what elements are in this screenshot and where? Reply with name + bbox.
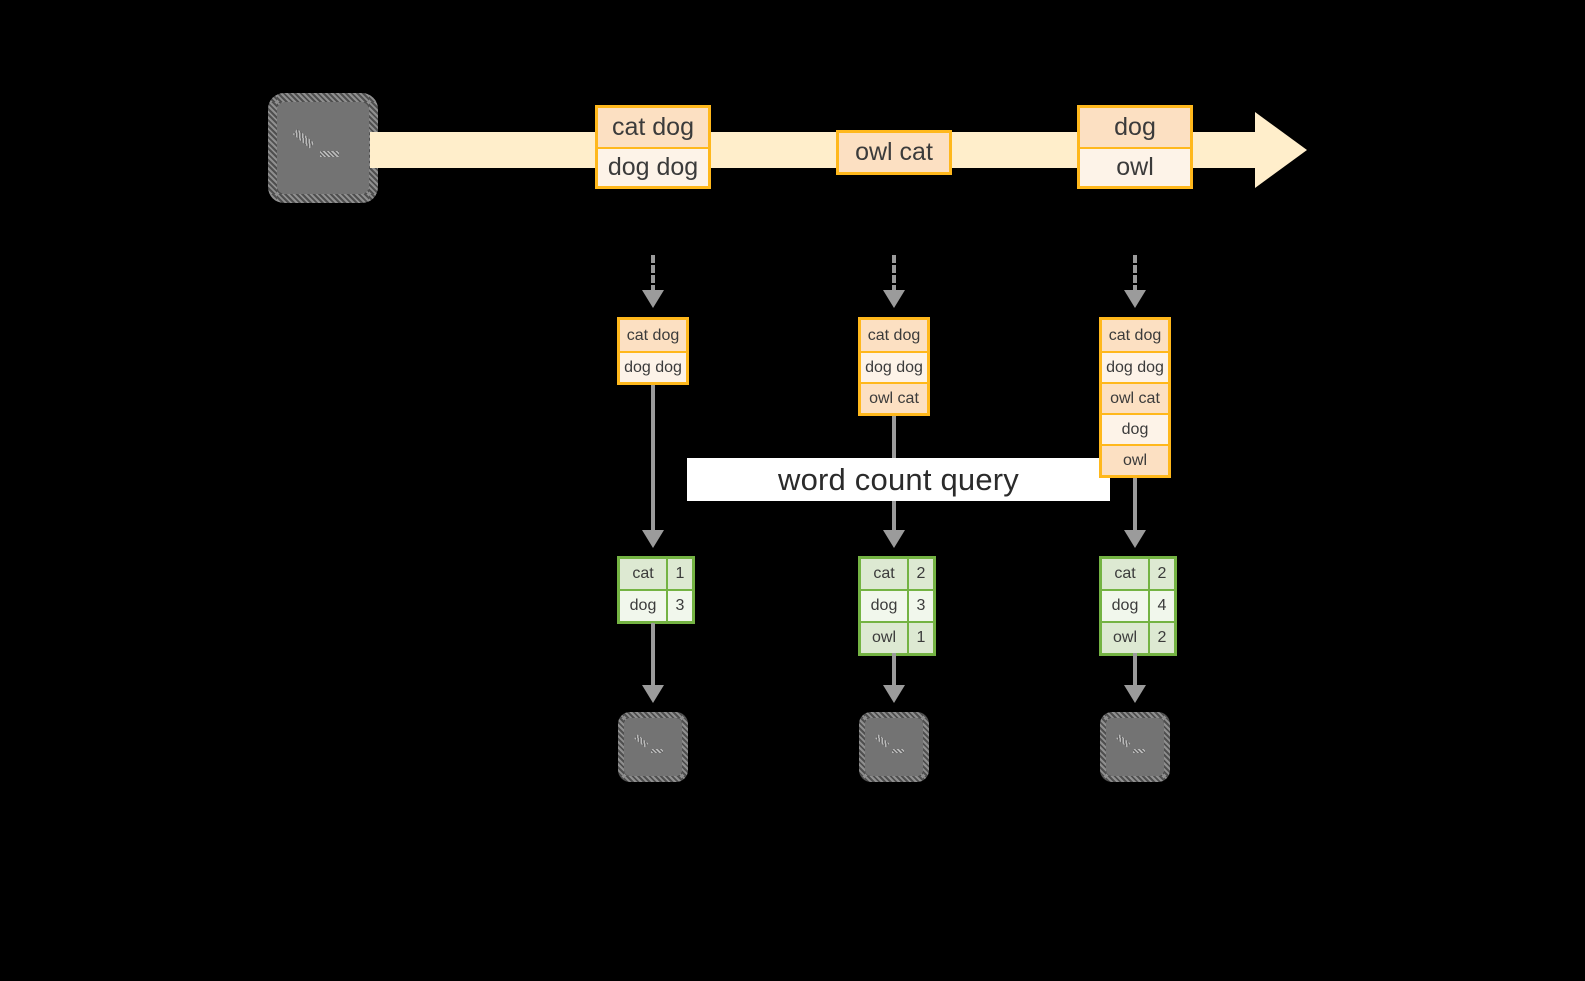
record-line: owl cat: [839, 133, 949, 172]
arrowhead-icon: [1124, 290, 1146, 308]
terminal-prompt-glyph: [1106, 718, 1164, 776]
result-table-3: cat 2 dog 4 owl 2: [1099, 556, 1177, 656]
result-word: dog: [861, 591, 907, 621]
result-row: cat 1: [620, 559, 692, 589]
arrowhead-icon: [883, 530, 905, 548]
result-row: owl 1: [861, 621, 933, 653]
input-line: dog: [1102, 413, 1168, 444]
result-row: dog 3: [861, 589, 933, 621]
input-line: cat dog: [1102, 320, 1168, 351]
input-line: owl cat: [1102, 382, 1168, 413]
chevron-upper-stroke: [634, 734, 648, 748]
input-line: dog dog: [1102, 351, 1168, 382]
arrowhead-icon: [1124, 685, 1146, 703]
input-line: dog dog: [861, 351, 927, 382]
input-line: owl cat: [861, 382, 927, 413]
result-row: cat 2: [1102, 559, 1174, 589]
terminal-screen: [865, 718, 923, 776]
result-count: 4: [1148, 591, 1174, 621]
arrowhead-icon: [642, 530, 664, 548]
chevron-lower-stroke: [865, 718, 877, 722]
result-row: owl 2: [1102, 621, 1174, 653]
result-count: 1: [907, 623, 933, 653]
sink-terminal-icon-2: [859, 712, 929, 782]
result-count: 1: [666, 559, 692, 589]
query-label-text: word count query: [778, 461, 1019, 497]
input-to-result-connector-1: [651, 385, 655, 533]
stream-arrowhead-icon: [1255, 112, 1307, 188]
arrowhead-icon: [642, 290, 664, 308]
input-line: dog dog: [620, 351, 686, 382]
stream-to-input-connector-1: [651, 255, 655, 293]
result-word: cat: [1102, 559, 1148, 589]
result-to-sink-connector-2: [892, 653, 896, 688]
result-word: owl: [861, 623, 907, 653]
query-label: word count query: [687, 458, 1110, 501]
result-count: 2: [1148, 623, 1174, 653]
input-table-2: cat dog dog dog owl cat: [858, 317, 930, 416]
result-table-1: cat 1 dog 3: [617, 556, 695, 624]
stream-to-input-connector-3: [1133, 255, 1137, 293]
chevron-upper-stroke: [293, 128, 315, 149]
record-line: dog: [1080, 108, 1190, 147]
input-line: cat dog: [620, 320, 686, 351]
terminal-screen: [624, 718, 682, 776]
stream-record-2: owl cat: [836, 130, 952, 175]
record-line: dog dog: [598, 147, 708, 186]
chevron-upper-stroke: [1116, 734, 1130, 748]
arrowhead-icon: [642, 685, 664, 703]
sink-terminal-icon-1: [618, 712, 688, 782]
input-to-result-connector-3: [1133, 470, 1137, 533]
input-table-1: cat dog dog dog: [617, 317, 689, 385]
stream-record-1: cat dog dog dog: [595, 105, 711, 189]
stream-record-3: dog owl: [1077, 105, 1193, 189]
result-word: dog: [620, 591, 666, 621]
input-table-3: cat dog dog dog owl cat dog owl: [1099, 317, 1171, 478]
result-row: dog 4: [1102, 589, 1174, 621]
result-word: cat: [861, 559, 907, 589]
input-line: owl: [1102, 444, 1168, 475]
result-table-2: cat 2 dog 3 owl 1: [858, 556, 936, 656]
arrowhead-icon: [883, 685, 905, 703]
chevron-lower-stroke: [1106, 718, 1118, 722]
result-to-sink-connector-3: [1133, 653, 1137, 688]
input-line: cat dog: [861, 320, 927, 351]
record-line: cat dog: [598, 108, 708, 147]
result-word: cat: [620, 559, 666, 589]
record-line: owl: [1080, 147, 1190, 186]
terminal-prompt-glyph: [277, 102, 369, 194]
cursor-dash: [892, 748, 904, 753]
result-word: dog: [1102, 591, 1148, 621]
result-count: 3: [907, 591, 933, 621]
chevron-upper-stroke: [875, 734, 889, 748]
terminal-prompt-glyph: [624, 718, 682, 776]
arrowhead-icon: [1124, 530, 1146, 548]
terminal-screen: [1106, 718, 1164, 776]
result-count: 2: [1148, 559, 1174, 589]
result-word: owl: [1102, 623, 1148, 653]
source-terminal-icon: [268, 93, 378, 203]
result-row: dog 3: [620, 589, 692, 621]
stream-to-input-connector-2: [892, 255, 896, 293]
chevron-lower-stroke: [624, 718, 636, 722]
result-count: 3: [666, 591, 692, 621]
result-row: cat 2: [861, 559, 933, 589]
result-to-sink-connector-1: [651, 623, 655, 688]
chevron-lower-stroke: [277, 102, 296, 108]
cursor-dash: [1133, 748, 1145, 753]
terminal-prompt-glyph: [865, 718, 923, 776]
cursor-dash: [651, 748, 663, 753]
arrowhead-icon: [883, 290, 905, 308]
terminal-screen: [277, 102, 369, 194]
result-count: 2: [907, 559, 933, 589]
sink-terminal-icon-3: [1100, 712, 1170, 782]
cursor-dash: [320, 150, 339, 158]
